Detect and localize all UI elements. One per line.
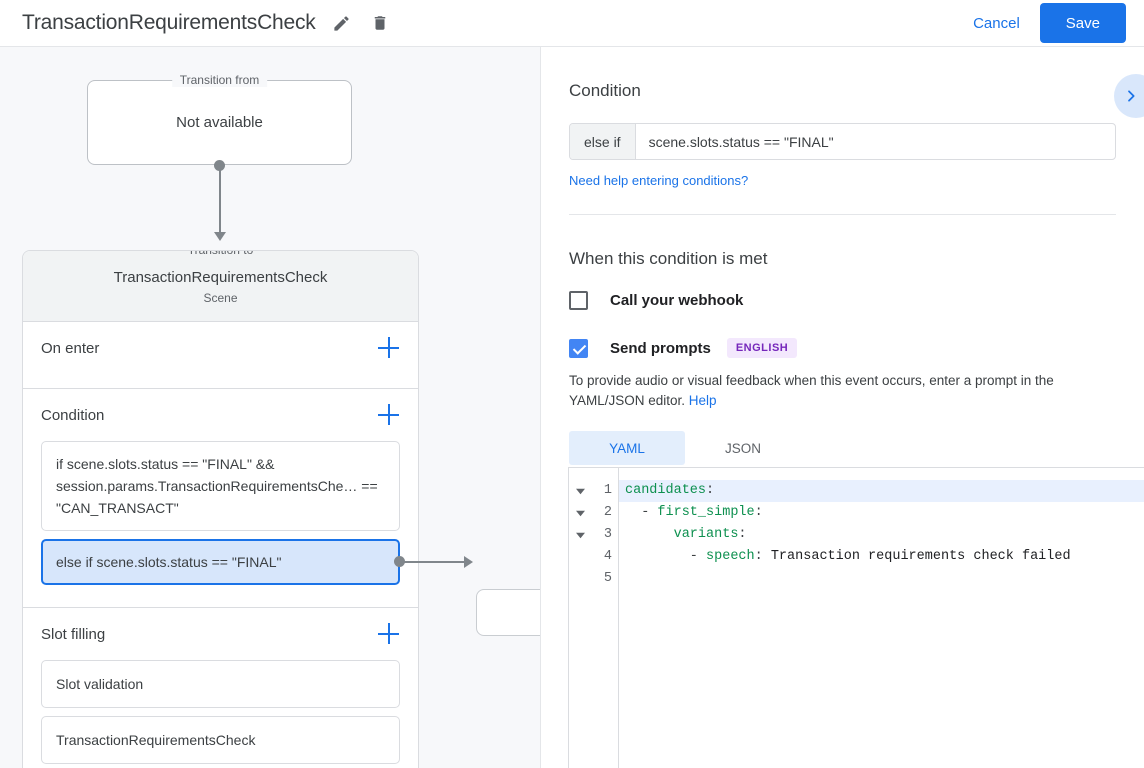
- add-condition-button[interactable]: [378, 404, 400, 426]
- section-title-condition: Condition: [41, 406, 105, 424]
- transition-from-value: Not available: [176, 114, 263, 131]
- editor-line-numbers: 1 2 3 4 5: [591, 468, 619, 768]
- condition-input-row[interactable]: else if scene.slots.status == "FINAL": [569, 123, 1116, 160]
- condition-met-heading: When this condition is met: [569, 249, 768, 268]
- fold-toggle-icon[interactable]: [569, 480, 591, 502]
- section-title-on-enter: On enter: [41, 339, 100, 357]
- condition-met-block: When this condition is met Call your web…: [541, 215, 1144, 465]
- section-condition: Condition if scene.slots.status == "FINA…: [23, 389, 418, 608]
- transition-to-subtitle: Scene: [203, 291, 238, 305]
- transition-to-card[interactable]: Transition to TransactionRequirementsChe…: [22, 250, 419, 768]
- app-header: TransactionRequirementsCheck Cancel Save: [0, 0, 1144, 47]
- cancel-button[interactable]: Cancel: [963, 7, 1030, 40]
- condition-prefix-label: else if: [570, 124, 636, 159]
- code-line[interactable]: variants:: [673, 527, 747, 542]
- target-node-stub[interactable]: [476, 589, 540, 636]
- add-slot-filling-button[interactable]: [378, 623, 400, 645]
- language-badge: ENGLISH: [726, 338, 798, 358]
- trash-icon[interactable]: [368, 11, 392, 35]
- call-webhook-label: Call your webhook: [610, 292, 744, 309]
- flow-canvas[interactable]: Transition from Not available Transition…: [0, 47, 540, 768]
- line-number: 4: [603, 549, 612, 564]
- send-prompts-row[interactable]: Send prompts ENGLISH: [569, 338, 1116, 358]
- prompts-help-link[interactable]: Help: [688, 393, 717, 408]
- section-header-on-enter: On enter: [41, 322, 400, 374]
- condition-help-link[interactable]: Need help entering conditions?: [569, 173, 749, 188]
- connector-line-horizontal: [400, 561, 465, 563]
- editor-format-tabs: YAML JSON: [569, 431, 1116, 465]
- page-title: TransactionRequirementsCheck: [22, 11, 316, 34]
- section-slot-filling: Slot filling Slot validation Transaction…: [23, 608, 418, 768]
- line-number: 3: [603, 527, 612, 542]
- editor-code-content[interactable]: candidates: - first_simple: variants: - …: [619, 468, 1144, 768]
- connector-arrow-right: [464, 556, 473, 568]
- code-line[interactable]: - first_simple:: [625, 505, 763, 520]
- prompts-hint-body: To provide audio or visual feedback when…: [569, 373, 1054, 408]
- code-line[interactable]: - speech: Transaction requirements check…: [625, 549, 1071, 564]
- condition-block: Condition else if scene.slots.status == …: [541, 47, 1144, 215]
- save-button[interactable]: Save: [1039, 3, 1126, 43]
- line-number: 5: [603, 571, 612, 586]
- condition-expression-input[interactable]: scene.slots.status == "FINAL": [648, 133, 834, 150]
- panel-divider: [569, 214, 1116, 215]
- section-header-condition: Condition: [41, 389, 400, 441]
- code-line[interactable]: candidates:: [619, 480, 1144, 502]
- webhook-row[interactable]: Call your webhook: [569, 291, 1116, 310]
- condition-list-item[interactable]: if scene.slots.status == "FINAL" && sess…: [41, 441, 400, 531]
- code-line[interactable]: [619, 568, 1144, 590]
- tab-json[interactable]: JSON: [724, 440, 761, 456]
- connector-dot-condition: [394, 556, 405, 567]
- transition-to-header: Transition to TransactionRequirementsChe…: [23, 251, 418, 322]
- fold-toggle-icon[interactable]: [569, 524, 591, 546]
- section-on-enter: On enter: [23, 322, 418, 389]
- connector-arrow-down: [214, 232, 226, 241]
- condition-heading: Condition: [569, 81, 641, 100]
- section-title-slot-filling: Slot filling: [41, 625, 106, 643]
- chevron-right-icon[interactable]: [1114, 74, 1144, 118]
- transition-to-legend: Transition to: [179, 251, 262, 257]
- call-webhook-checkbox[interactable]: [569, 291, 588, 310]
- tab-yaml[interactable]: YAML: [569, 431, 685, 465]
- line-number: 2: [603, 505, 612, 520]
- prompt-code-editor[interactable]: 1 2 3 4 5 candidates: - first_simple: varian…: [568, 467, 1144, 768]
- transition-from-node[interactable]: Transition from Not available: [87, 73, 352, 165]
- pencil-icon[interactable]: [330, 11, 354, 35]
- fold-placeholder: [569, 546, 591, 568]
- transition-to-title: TransactionRequirementsCheck: [113, 269, 328, 286]
- line-number: 1: [603, 483, 612, 498]
- transition-from-legend: Transition from: [171, 73, 268, 87]
- send-prompts-checkbox[interactable]: [569, 338, 588, 358]
- editor-fold-column: [569, 468, 591, 768]
- fold-toggle-icon[interactable]: [569, 502, 591, 524]
- section-header-slot-filling: Slot filling: [41, 608, 400, 660]
- slot-filling-list-item[interactable]: Slot validation: [41, 660, 400, 708]
- send-prompts-label: Send prompts: [610, 339, 711, 357]
- connector-line-vertical: [219, 165, 221, 233]
- fold-placeholder: [569, 568, 591, 590]
- add-on-enter-button[interactable]: [378, 337, 400, 359]
- condition-list-item-selected[interactable]: else if scene.slots.status == "FINAL": [41, 539, 400, 585]
- prompts-hint-text: To provide audio or visual feedback when…: [569, 371, 1116, 411]
- slot-filling-list-item[interactable]: TransactionRequirementsCheck: [41, 716, 400, 764]
